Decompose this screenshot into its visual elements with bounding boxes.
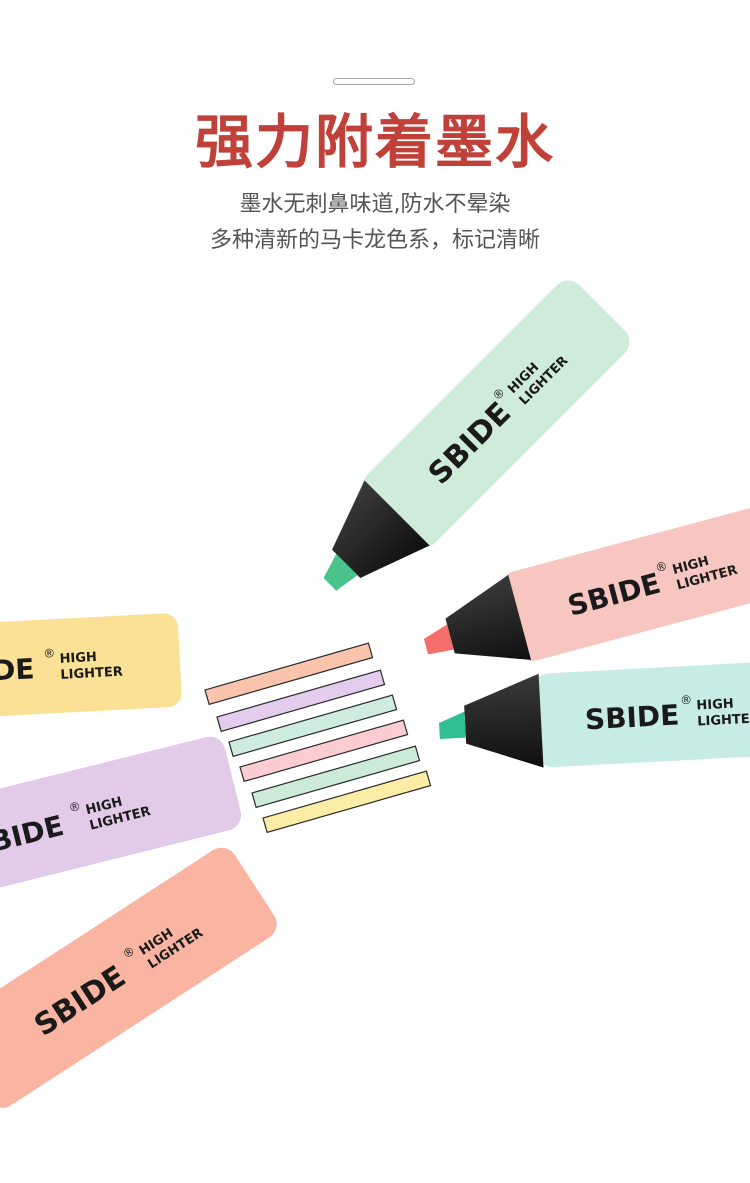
highlighter-yellow-label-1: HIGH — [59, 650, 97, 667]
highlighter-aqua: SBIDE ® HIGH LIGHTER — [439, 661, 750, 768]
highlighter-pink-tip-cone — [445, 574, 532, 660]
highlighter-mint-tip-cone — [332, 480, 430, 578]
swatch-stroke-6 — [262, 770, 432, 834]
highlighter-mint-body — [362, 280, 630, 548]
highlighter-aqua-label-2: LIGHTER — [697, 711, 750, 729]
highlighter-yellow: SBIDE ® HIGH LIGHTER — [0, 613, 182, 720]
highlighter-pink: SBIDE ® HIGH LIGHTER — [423, 504, 750, 661]
highlighter-lavender: SBIDE ® HIGH LIGHTER — [0, 736, 242, 901]
highlighter-pink-nib — [423, 624, 454, 655]
swatch-stroke-2 — [216, 669, 386, 733]
highlighter-aqua-label-1: HIGH — [696, 697, 734, 714]
swatch-stroke-4 — [239, 719, 409, 783]
highlighter-lavender-body — [0, 736, 242, 901]
highlighter-peach: SBIDE ® HIGH LIGHTER — [0, 847, 277, 1108]
swatch-stroke-3 — [228, 694, 398, 758]
swatch-group — [204, 642, 432, 834]
highlighter-aqua-brand: SBIDE — [584, 698, 680, 736]
headline: 强力附着墨水 — [194, 108, 555, 176]
subtitle-line-2: 多种清新的马卡龙色系，标记清晰 — [209, 228, 540, 253]
swatch-stroke-1 — [204, 642, 374, 706]
highlighter-yellow-brand: SBIDE — [0, 652, 35, 690]
highlighter-yellow-body — [0, 613, 182, 720]
highlighter-pink-body — [501, 504, 750, 661]
highlighter-yellow-label-2: LIGHTER — [60, 665, 123, 683]
highlighter-yellow-reg-mark: ® — [43, 646, 56, 661]
highlighter-aqua-body — [533, 661, 750, 768]
top-divider-bar — [333, 78, 415, 85]
highlighter-lavender-reg-mark: ® — [67, 799, 82, 815]
highlighter-mint-nib — [323, 553, 358, 591]
highlighter-peach-body — [0, 847, 277, 1108]
swatch-stroke-5 — [251, 745, 421, 809]
highlighter-pink-reg-mark: ® — [654, 559, 669, 576]
highlighter-aqua-tip-cone — [464, 673, 544, 768]
subtitle-line-1: 墨水无刺鼻味道,防水不晕染 — [239, 192, 511, 217]
highlighter-mint: SBIDE ® HIGH LIGHTER — [323, 280, 630, 591]
highlighter-aqua-nib — [439, 711, 466, 740]
highlighter-aqua-reg-mark: ® — [680, 693, 693, 708]
